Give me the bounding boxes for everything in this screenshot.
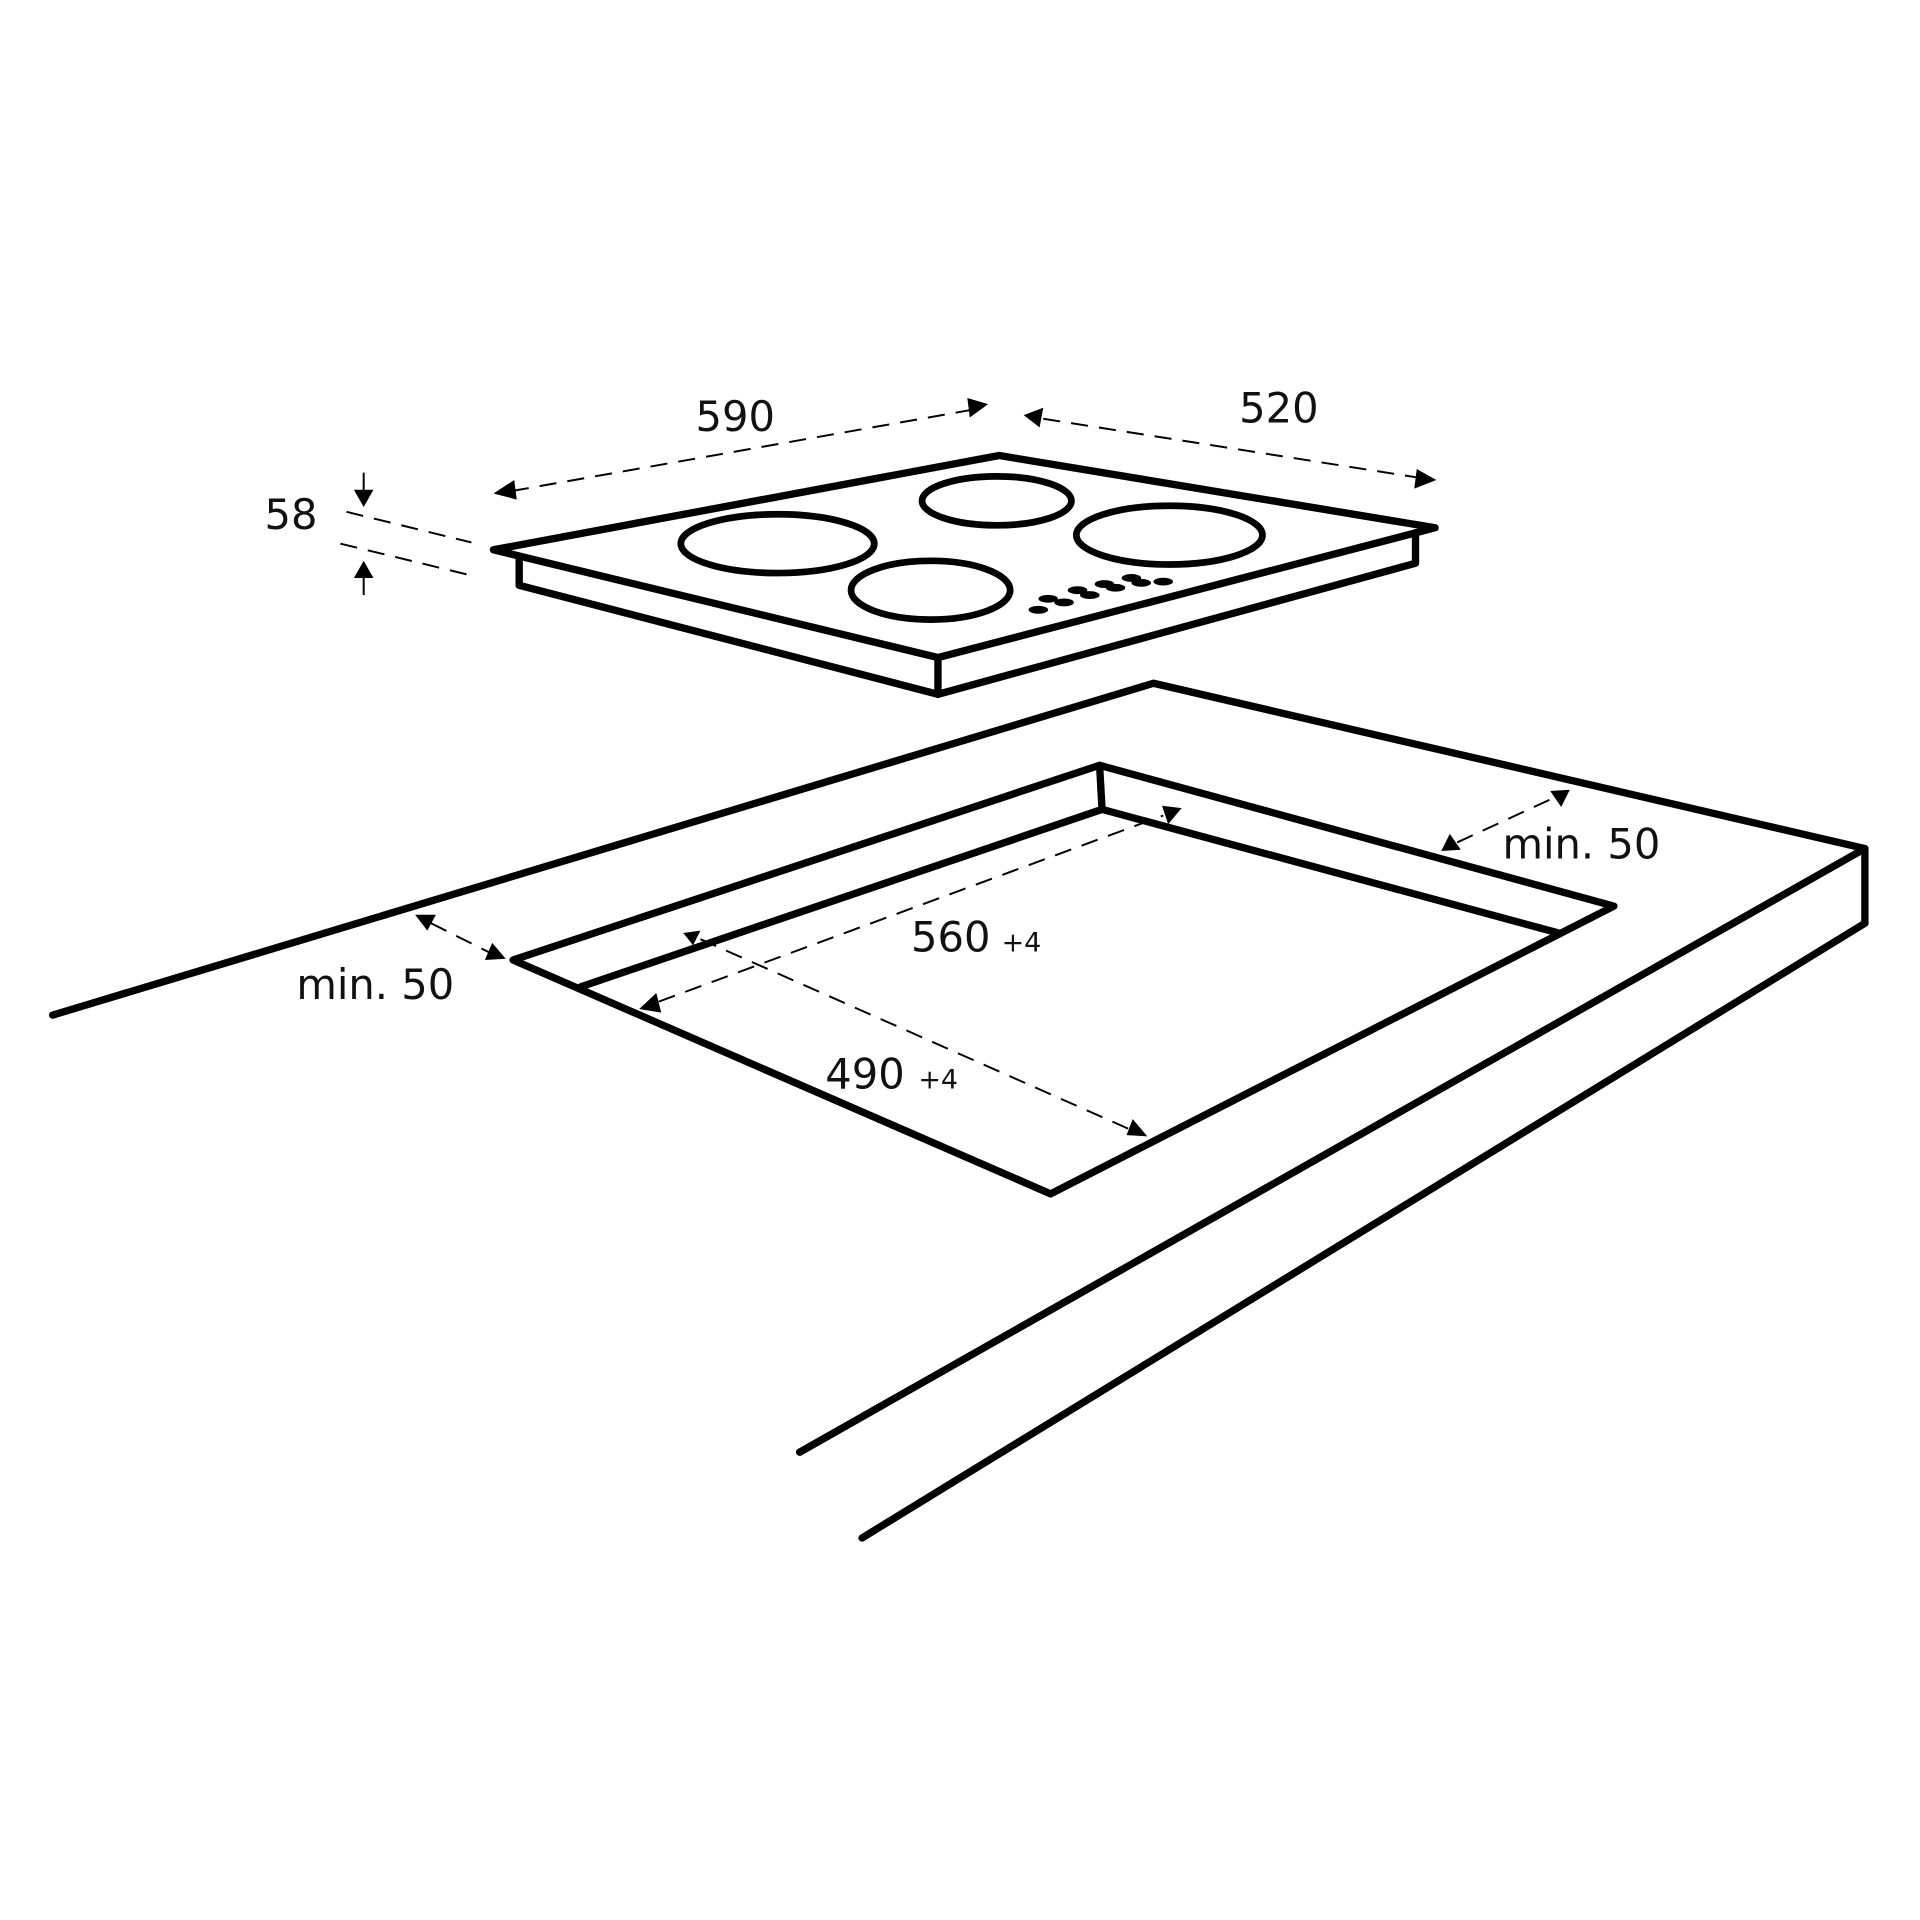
cooking-zone-front-icon	[847, 557, 1014, 623]
hob-body-right	[934, 528, 1420, 698]
cutout	[509, 761, 1618, 1198]
cooking-zone-rear-left-icon	[677, 510, 878, 577]
arrow-up-icon	[353, 560, 374, 578]
arrow-right-icon	[1414, 468, 1437, 489]
front-clearance-label: min. 50	[296, 960, 454, 1009]
cutout-depth-dimension: 490 +4	[683, 930, 1148, 1137]
arrow-up-icon	[683, 930, 701, 946]
hob-depth-label: 520	[1239, 383, 1318, 432]
hob-body-left	[515, 552, 942, 698]
arrow-down-icon	[484, 942, 506, 960]
cutout-inner-corner	[1095, 761, 1106, 814]
rear-clearance-label: min. 50	[1502, 819, 1660, 868]
arrow-left-icon	[639, 993, 662, 1013]
hob-width-dimension: 590	[493, 392, 989, 500]
arrow-left-icon	[493, 480, 517, 500]
arrow-right-icon	[1162, 805, 1182, 825]
arrow-up-icon	[415, 914, 436, 931]
cutout-outer-edge	[509, 761, 1618, 1198]
arrow-down-icon	[1126, 1119, 1148, 1137]
arrow-left-icon	[1023, 407, 1044, 428]
cutout-width-label: 560	[911, 912, 990, 961]
hob-height-dimension: 58	[264, 472, 472, 596]
rear-clearance-dimension: min. 50	[1441, 789, 1660, 868]
arrow-down-icon	[353, 489, 374, 507]
cutout-width-tolerance: +4	[1002, 927, 1042, 958]
cooking-zone-right-icon	[1072, 502, 1266, 568]
countertop-front-edge	[858, 844, 1869, 1542]
hob-top-surface	[489, 451, 1439, 662]
countertop-front-edge-upper	[860, 846, 1867, 1418]
countertop-top-edge	[48, 679, 1869, 1456]
cutout-depth-tolerance: +4	[918, 1065, 958, 1096]
hob-depth-dimension: 520	[1023, 383, 1437, 489]
touch-controls-icon	[1028, 574, 1174, 614]
front-clearance-dimension: min. 50	[296, 914, 506, 1009]
arrow-right-icon	[967, 397, 989, 418]
hob-height-label: 58	[264, 490, 317, 539]
arrow-down-icon	[1441, 833, 1461, 852]
arrow-up-icon	[1550, 789, 1570, 807]
countertop	[48, 679, 1869, 1542]
cutout-inner-rear-edge	[576, 805, 1563, 991]
cutout-width-dimension: 560 +4	[639, 805, 1182, 1013]
hob	[489, 451, 1439, 698]
hob-width-label: 590	[696, 392, 775, 441]
cutout-depth-label: 490	[825, 1050, 904, 1099]
cooking-zone-rear-center-icon	[918, 472, 1075, 529]
